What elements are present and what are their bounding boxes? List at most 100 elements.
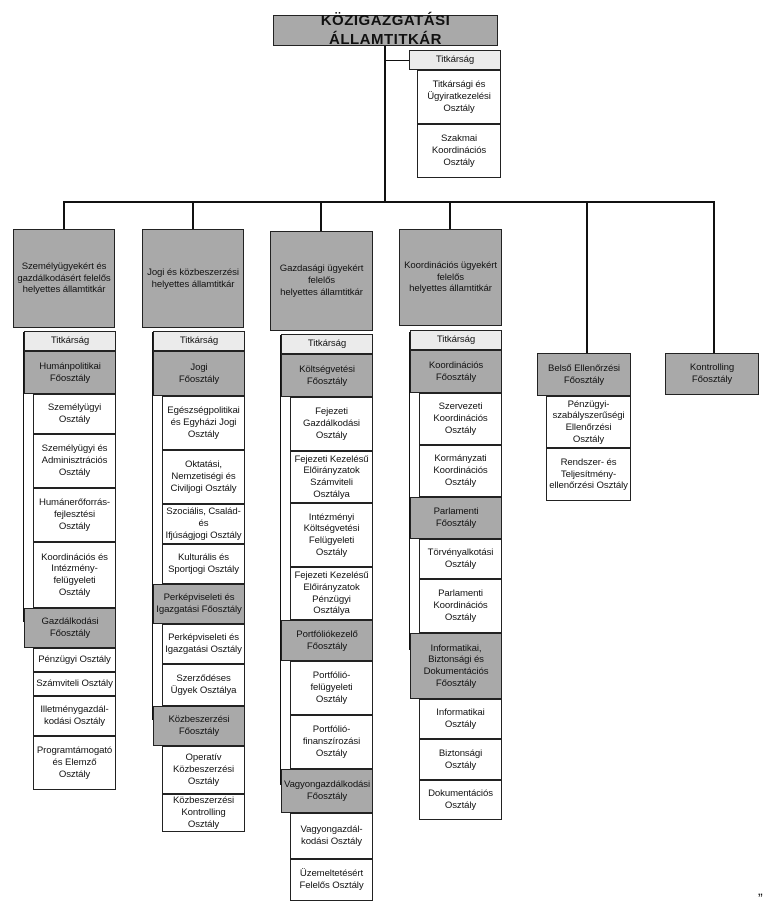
column-spine-line	[280, 335, 281, 785]
unit-box: Informatikai Osztály	[419, 699, 502, 739]
root-unit: Szakmai Koordinációs Osztály	[431, 133, 487, 168]
unit-label: Illetménygazdál- kodási Osztály	[40, 704, 109, 727]
secretariat-box: Titkárság	[410, 330, 502, 350]
department-box: Gazdálkodási Főosztály	[24, 608, 116, 648]
department-box: Parlamenti Főosztály	[410, 497, 502, 539]
unit-box: Szociális, Család- és Ifjúságjogi Osztál…	[162, 504, 245, 544]
unit-label: Személyügyi és Adminisztrációs Osztály	[41, 443, 108, 478]
department-box: Közbeszerzési Főosztály	[153, 706, 245, 746]
unit-box: Parlamenti Koordinációs Osztály	[419, 579, 502, 633]
unit-label: Személyügyi Osztály	[47, 402, 102, 425]
unit-label: Rendszer- és Teljesítmény- ellenőrzési O…	[549, 456, 628, 492]
root-title-box: KÖZIGAZGATÁSI ÁLLAMTITKÁR	[273, 12, 498, 48]
unit-label: Törvényalkotási Osztály	[427, 547, 494, 570]
department-label: Perképviseleti és Igazgatási Főosztály	[156, 592, 242, 615]
column-head: Személyügyekért és gazdálkodásért felelő…	[17, 260, 111, 296]
unit-box: Programtámogató és Elemző Osztály	[33, 736, 116, 790]
unit-box: Pénzügyi Osztály	[33, 648, 116, 672]
unit-label: Fejezeti Gazdálkodási Osztály	[303, 406, 360, 441]
unit-label: Intézményi Költségvetési Felügyeleti Osz…	[303, 511, 360, 558]
unit-box: Intézményi Költségvetési Felügyeleti Osz…	[290, 503, 373, 567]
unit-box: Humánerőforrás- fejlesztési Osztály	[33, 488, 116, 542]
unit-box: Kormányzati Koordinációs Osztály	[419, 445, 502, 497]
column-head: Belső Ellenőrzési Főosztály	[548, 362, 620, 386]
department-label: Közbeszerzési Főosztály	[168, 714, 230, 737]
secretariat-box: Titkárság	[153, 331, 245, 351]
secretariat-label: Titkárság	[179, 335, 219, 347]
unit-label: Programtámogató és Elemző Osztály	[36, 745, 113, 780]
unit-box: Operatív Közbeszerzési Osztály	[162, 746, 245, 794]
secretariat-label: Titkárság	[436, 334, 476, 346]
column-spine-line	[409, 332, 410, 650]
unit-label: Szervezeti Koordinációs Osztály	[433, 401, 488, 436]
department-label: Költségvetési Főosztály	[299, 363, 355, 387]
secretariat-box: Titkárság	[281, 334, 373, 354]
unit-label: Kormányzati Koordinációs Osztály	[433, 453, 488, 488]
column-spine-line	[23, 332, 24, 622]
unit-box: Számviteli Osztály	[33, 672, 116, 696]
department-label: Portfóliókezelő Főosztály	[296, 628, 358, 652]
unit-box: Személyügyi Osztály	[33, 394, 116, 434]
secretariat-label: Titkárság	[50, 335, 90, 347]
closing-quote-mark: „	[758, 882, 763, 898]
unit-label: Üzemeltetésért Felelős Osztály	[299, 868, 364, 891]
unit-label: Szociális, Család- és Ifjúságjogi Osztál…	[165, 506, 242, 541]
unit-label: Vagyongazdál- kodási Osztály	[300, 824, 363, 847]
unit-label: Informatikai Osztály	[436, 707, 485, 730]
department-box: Jogi Főosztály	[153, 351, 245, 396]
unit-box: Rendszer- és Teljesítmény- ellenőrzési O…	[546, 448, 631, 501]
root-branch-line	[384, 60, 409, 61]
root-title: KÖZIGAZGATÁSI ÁLLAMTITKÁR	[320, 12, 451, 48]
unit-box: Fejezeti Kezelésű Előirányzatok Számvite…	[290, 451, 373, 503]
column-head: Koordinációs ügyekért felelős helyettes …	[404, 259, 497, 295]
unit-box: Üzemeltetésért Felelős Osztály	[290, 859, 373, 901]
unit-label: Számviteli Osztály	[36, 678, 113, 690]
department-label: Humánpolitikai Főosztály	[39, 360, 101, 384]
column-head-box: Kontrolling Főosztály	[665, 353, 759, 395]
department-box: Humánpolitikai Főosztály	[24, 351, 116, 394]
unit-label: Oktatási, Nemzetiségi és Civiljogi Osztá…	[170, 459, 237, 494]
column-drop-line	[192, 201, 194, 229]
department-label: Parlamenti Főosztály	[433, 506, 479, 529]
unit-label: Operatív Közbeszerzési Osztály	[172, 752, 235, 787]
unit-box: Fejezeti Gazdálkodási Osztály	[290, 397, 373, 451]
unit-label: Humánerőforrás- fejlesztési Osztály	[38, 497, 110, 532]
column-head-box: Jogi és közbeszerzési helyettes államtit…	[142, 229, 244, 328]
column-head: Jogi és közbeszerzési helyettes államtit…	[147, 266, 239, 290]
department-label: Gazdálkodási Főosztály	[41, 616, 99, 639]
secretariat-box: Titkárság	[24, 331, 116, 351]
unit-box: Perképviseleti és Igazgatási Osztály	[162, 624, 245, 664]
root-secretariat-box: Titkárság	[409, 50, 501, 70]
unit-box: Illetménygazdál- kodási Osztály	[33, 696, 116, 736]
unit-label: Portfólió- finanszírozási Osztály	[302, 724, 361, 759]
unit-box: Vagyongazdál- kodási Osztály	[290, 813, 373, 859]
unit-box: Dokumentációs Osztály	[419, 780, 502, 820]
department-label: Jogi Főosztály	[178, 361, 220, 385]
unit-label: Pénzügyi Osztály	[38, 654, 111, 666]
unit-label: Perképviseleti és Igazgatási Osztály	[165, 632, 242, 655]
department-box: Informatikai, Biztonsági és Dokumentáció…	[410, 633, 502, 699]
secretariat-label: Titkárság	[307, 338, 347, 350]
column-head-box: Személyügyekért és gazdálkodásért felelő…	[13, 229, 115, 328]
column-head-box: Gazdasági ügyekért felelős helyettes áll…	[270, 231, 373, 331]
department-box: Perképviseleti és Igazgatási Főosztály	[153, 584, 245, 624]
column-drop-line	[63, 201, 65, 229]
department-label: Koordinációs Főosztály	[428, 359, 484, 383]
unit-box: Fejezeti Kezelésű Előirányzatok Pénzügyi…	[290, 567, 373, 620]
column-spine-line	[152, 332, 153, 720]
unit-label: Egészségpolitikai és Egyházi Jogi Osztál…	[167, 405, 240, 440]
department-box: Portfóliókezelő Főosztály	[281, 620, 373, 661]
department-box: Koordinációs Főosztály	[410, 350, 502, 393]
unit-box: Szervezeti Koordinációs Osztály	[419, 393, 502, 445]
root-unit-box: Titkársági és Ügyiratkezelési Osztály	[417, 70, 501, 124]
department-label: Informatikai, Biztonsági és Dokumentáció…	[423, 642, 489, 689]
unit-label: Biztonsági Osztály	[438, 747, 483, 771]
unit-box: Oktatási, Nemzetiségi és Civiljogi Osztá…	[162, 450, 245, 504]
column-head-box: Belső Ellenőrzési Főosztály	[537, 353, 631, 396]
column-drop-line	[586, 201, 588, 353]
unit-label: Szerződéses Ügyek Osztálya	[170, 673, 237, 696]
unit-label: Közbeszerzési Kontrolling Osztály	[172, 795, 235, 830]
unit-box: Törvényalkotási Osztály	[419, 539, 502, 579]
unit-box: Személyügyi és Adminisztrációs Osztály	[33, 434, 116, 488]
column-head-box: Koordinációs ügyekért felelős helyettes …	[399, 229, 502, 326]
